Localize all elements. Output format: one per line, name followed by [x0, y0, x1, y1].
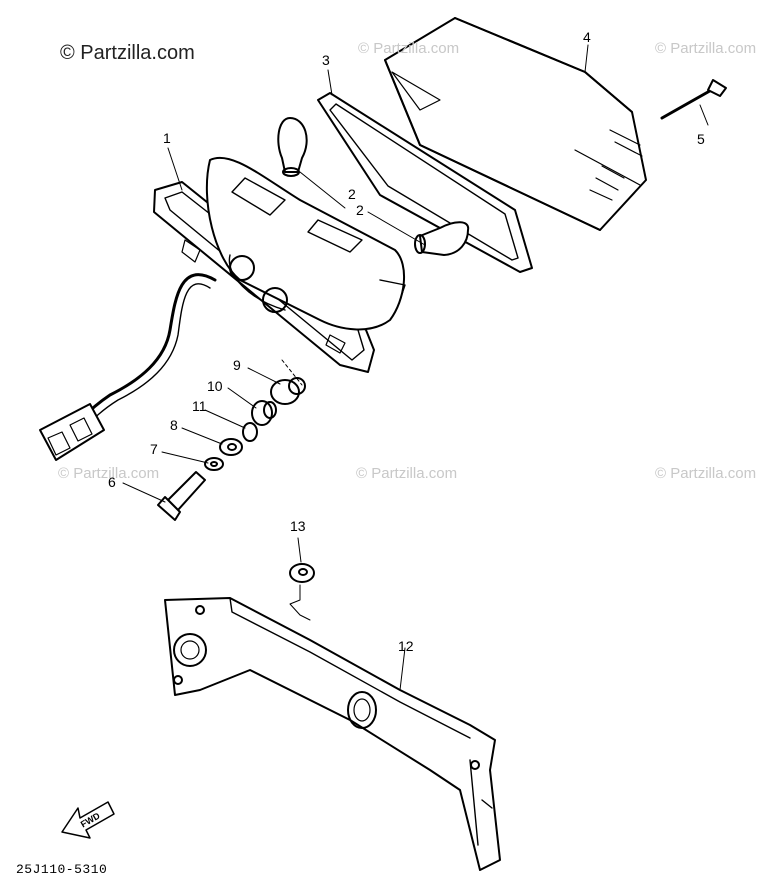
gasket[interactable] [317, 92, 533, 273]
wire-harness[interactable] [39, 273, 217, 461]
callout-5[interactable]: 5 [697, 131, 705, 147]
callout-10[interactable]: 10 [207, 378, 223, 394]
leader-lines [122, 44, 709, 691]
bracket[interactable] [164, 597, 501, 871]
light-base-plate[interactable] [153, 156, 406, 373]
callout-4[interactable]: 4 [583, 29, 591, 45]
nut[interactable] [289, 563, 315, 583]
callout-13[interactable]: 13 [290, 518, 306, 534]
callout-6[interactable]: 6 [108, 474, 116, 490]
washer-large[interactable] [242, 422, 258, 442]
bulb-upper[interactable] [277, 117, 308, 177]
spacer-collar[interactable] [251, 400, 277, 426]
watermark-faint: © Partzilla.com [655, 465, 757, 482]
callout-8[interactable]: 8 [170, 417, 178, 433]
forward-arrow-icon [61, 801, 115, 839]
callout-2[interactable]: 2 [356, 202, 364, 218]
callout-2[interactable]: 2 [348, 186, 356, 202]
watermark-faint: © Partzilla.com [655, 40, 757, 57]
bulb-lower[interactable] [414, 221, 470, 256]
callout-3[interactable]: 3 [322, 52, 330, 68]
callout-1[interactable]: 1 [163, 130, 171, 146]
watermark-main: © Partzilla.com [60, 42, 195, 64]
callout-11[interactable]: 11 [192, 398, 207, 414]
callout-12[interactable]: 12 [398, 638, 414, 654]
watermark-faint: © Partzilla.com [356, 465, 458, 482]
lock-washer[interactable] [204, 457, 224, 471]
diagram-code: 25J110-5310 [16, 862, 108, 877]
callout-7[interactable]: 7 [150, 441, 158, 457]
callout-9[interactable]: 9 [233, 357, 241, 373]
screw-long[interactable] [660, 79, 727, 120]
bolt-short[interactable] [157, 471, 206, 521]
washer-flat[interactable] [219, 438, 243, 456]
watermark-faint: © Partzilla.com [358, 40, 460, 57]
grommet[interactable] [270, 377, 306, 405]
tail-light-lens[interactable] [384, 17, 647, 231]
watermark-faint: © Partzilla.com [58, 465, 160, 482]
